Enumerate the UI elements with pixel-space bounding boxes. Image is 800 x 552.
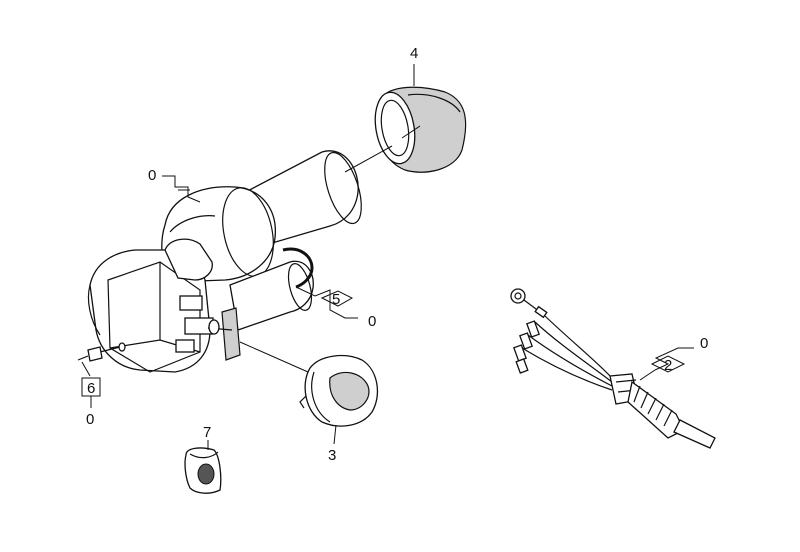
callout-6: 6 0 (81, 361, 101, 428)
callout-7-label: 7 (203, 424, 211, 441)
callout-5: 5 0 (295, 286, 376, 330)
part-4-ring (374, 86, 467, 173)
gearbox (87, 238, 214, 373)
part-5-hose-clamp (282, 247, 314, 289)
callout-0-bottom-label: 0 (86, 411, 94, 428)
part-6-plug (77, 342, 126, 362)
callout-4-label: 4 (410, 45, 418, 62)
callout-3: 3 (328, 447, 336, 464)
callout-2-label: 2 (664, 357, 672, 374)
part-3-knob (299, 354, 379, 445)
callout-0-top-label: 0 (148, 167, 156, 184)
callout-0-mid-label: 0 (368, 313, 376, 330)
part-2-cable (510, 288, 716, 449)
callout-3-label: 3 (328, 447, 336, 464)
callout-0-top: 0 (148, 167, 201, 203)
callout-7: 7 (203, 424, 211, 441)
callout-4: 4 (410, 45, 418, 86)
callout-5-label: 5 (332, 291, 340, 308)
switch-plate (207, 307, 309, 373)
callout-2: 2 0 (650, 335, 708, 374)
callout-0-right-label: 0 (700, 335, 708, 352)
callout-6-label: 6 (87, 380, 95, 397)
pump-cylinder (229, 260, 314, 331)
part-7-grommet (184, 440, 222, 494)
